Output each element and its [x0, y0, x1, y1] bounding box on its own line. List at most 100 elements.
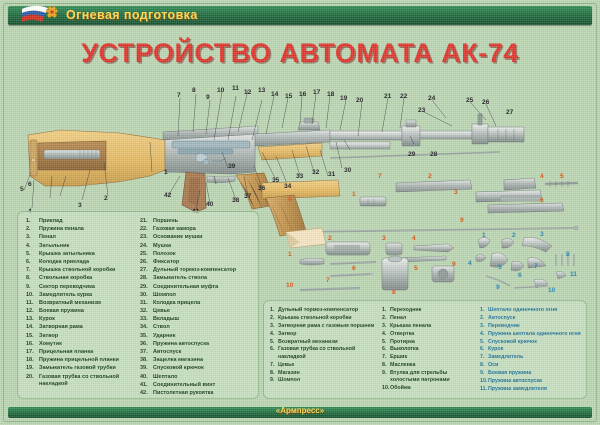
- callout-rifle-28: 28: [430, 151, 438, 158]
- callout-rifle-40: 40: [206, 201, 214, 208]
- callout-trigger-5: 5: [498, 264, 502, 271]
- list-item: 4.Затвор: [270, 330, 297, 337]
- callout-rifle-39: 39: [228, 163, 236, 170]
- list-item: 5.Протирка: [382, 338, 415, 345]
- disassembled-parts-group: [261, 177, 579, 237]
- list-item: 31.Колодка прицела: [140, 299, 201, 306]
- list-item: 2.Пружина пенала: [26, 226, 84, 233]
- callout-trigger-6: 6: [518, 272, 522, 279]
- callout-rifle-13: 13: [258, 87, 266, 94]
- list-item: 2.Автоспуск: [480, 314, 516, 321]
- list-item: 21.Поршень: [140, 218, 179, 224]
- list-item: 11.Пружина замедлителя: [480, 385, 547, 392]
- header-title: Огневая подготовка: [66, 8, 198, 22]
- callout-rifle-11: 11: [232, 85, 239, 92]
- callout-part-4: 4: [540, 173, 544, 180]
- list-item: 9.Боевая пружина: [480, 370, 532, 377]
- list-item: 5.Возвратный механизм: [270, 338, 338, 345]
- callout-rifle-27: 27: [506, 109, 514, 116]
- list-item: 3.Крышка пенала: [382, 322, 432, 329]
- list-item: 8.Масленка: [382, 362, 416, 369]
- list-item: 25.Полозок: [140, 250, 176, 257]
- list-item: 11.Возвратный механизм: [26, 299, 101, 306]
- list-item: 12.Боевая пружина: [26, 308, 84, 315]
- callout-trigger-2: 2: [512, 232, 516, 239]
- callout-rifle-24: 24: [428, 95, 436, 102]
- callout-rifle-30: 30: [344, 167, 352, 174]
- callout-rifle-3: 3: [78, 202, 82, 209]
- list-item: 20.Газовая трубка со ствольной накладкой: [26, 373, 120, 388]
- list-item: 6.Газовая трубка со ствольной накладкой: [270, 346, 356, 360]
- callout-rifle-17: 17: [313, 89, 321, 96]
- callout-trigger-4: 4: [468, 260, 472, 267]
- list-item: 32.Цевье: [140, 308, 170, 315]
- list-item: 7.Цевье: [270, 361, 295, 368]
- main-legend-column-2: 21.Поршень 22.Газовая камора 23.Основани…: [140, 218, 252, 398]
- main-legend-panel: 1.Приклад 2.Пружина пенала 3.Пенал 4.Зат…: [17, 211, 259, 399]
- parts-legend-column-3: 1.Шептало одиночного огня 2.Автоспуск 3.…: [480, 307, 582, 394]
- callout-rifle-21: 21: [384, 93, 392, 100]
- trigger-group-parts: [475, 237, 575, 289]
- callout-trigger-8: 8: [566, 251, 570, 258]
- callout-rifle-20: 20: [356, 97, 364, 104]
- parts-legend-column-1: 1.Дульный тормоз-компенсатор 2.Крышка ст…: [270, 307, 378, 385]
- callout-rifle-35: 35: [272, 177, 280, 184]
- list-item: 10.Замедлитель курка: [26, 291, 93, 298]
- callout-part-8: 8: [288, 196, 292, 203]
- list-item: 8.Оси: [480, 362, 499, 369]
- callout-accessory-9: 9: [452, 261, 456, 268]
- callout-rifle-5: 5: [20, 186, 24, 193]
- callout-accessory-6: 6: [352, 265, 356, 272]
- callout-part-6: 6: [540, 197, 544, 204]
- callout-trigger-7: 7: [534, 263, 538, 270]
- list-item: 9.Шомпол: [270, 377, 301, 384]
- list-item: 1.Дульный тормоз-компенсатор: [270, 307, 359, 313]
- callout-rifle-14: 14: [271, 91, 279, 98]
- callout-rifle-23: 23: [418, 107, 426, 114]
- callout-accessory-10: 10: [286, 282, 294, 289]
- callout-accessory-2: 2: [328, 235, 332, 242]
- callout-rifle-2: 2: [104, 195, 108, 202]
- list-item: 34.Ствол: [140, 324, 170, 331]
- header-banner: Огневая подготовка: [8, 5, 592, 25]
- list-item: 24.Мушка: [140, 242, 172, 249]
- list-item: 9.Втулка для стрельбы холостыми патронам…: [382, 370, 450, 384]
- callout-rifle-8: 8: [192, 87, 196, 94]
- list-item: 36.Пружина автоспуска: [140, 340, 210, 347]
- callout-rifle-19: 19: [340, 95, 348, 102]
- callout-accessory-5: 5: [414, 265, 418, 272]
- callout-rifle-22: 22: [400, 93, 408, 100]
- callout-rifle-25: 25: [466, 97, 474, 104]
- callout-trigger-3: 3: [540, 231, 544, 238]
- list-item: 2.Пенал: [382, 314, 407, 321]
- callout-rifle-15: 15: [285, 93, 293, 100]
- callout-rifle-26: 26: [482, 99, 490, 106]
- list-item: 27.Дульный тормоз-компенсатор: [140, 267, 237, 274]
- callout-accessory-4: 4: [412, 235, 416, 242]
- list-item: 3.Пенал: [26, 234, 56, 241]
- parts-legend-panel: 1.Дульный тормоз-компенсатор 2.Крышка ст…: [263, 300, 587, 399]
- list-item: 23.Основание мушки: [140, 234, 203, 241]
- page-title: УСТРОЙСТВО АВТОМАТА АК-74: [81, 38, 519, 68]
- callout-rifle-37: 37: [244, 193, 252, 200]
- callout-accessory-7: 7: [326, 277, 330, 284]
- list-item: 1.Шептало одиночного огня: [480, 307, 558, 313]
- list-item: 3.Переводчик: [480, 322, 520, 329]
- publisher-label: «Армпресс»: [275, 406, 325, 415]
- list-item: 7.Ершик: [382, 354, 408, 361]
- list-item: 1.Приклад: [26, 218, 63, 224]
- list-item: 5.Спусковой крючок: [480, 338, 537, 345]
- list-item: 26.Фиксатор: [140, 258, 180, 265]
- callout-rifle-36: 36: [258, 185, 266, 192]
- callout-accessory-8: 8: [392, 289, 396, 296]
- list-item: 28.Замыкатель ствола: [140, 275, 208, 282]
- callout-rifle-31: 31: [328, 171, 336, 178]
- list-item: 6.Выколотка: [382, 346, 419, 353]
- callout-accessory-1: 1: [288, 251, 292, 258]
- callout-rifle-9: 9: [206, 94, 210, 101]
- list-item: 39.Спусковой крючок: [140, 365, 204, 372]
- list-item: 10.Обойма: [382, 385, 411, 392]
- callout-accessory-3: 3: [382, 235, 386, 242]
- list-item: 6.Колодка приклада: [26, 258, 90, 265]
- callout-rifle-12: 12: [244, 89, 252, 96]
